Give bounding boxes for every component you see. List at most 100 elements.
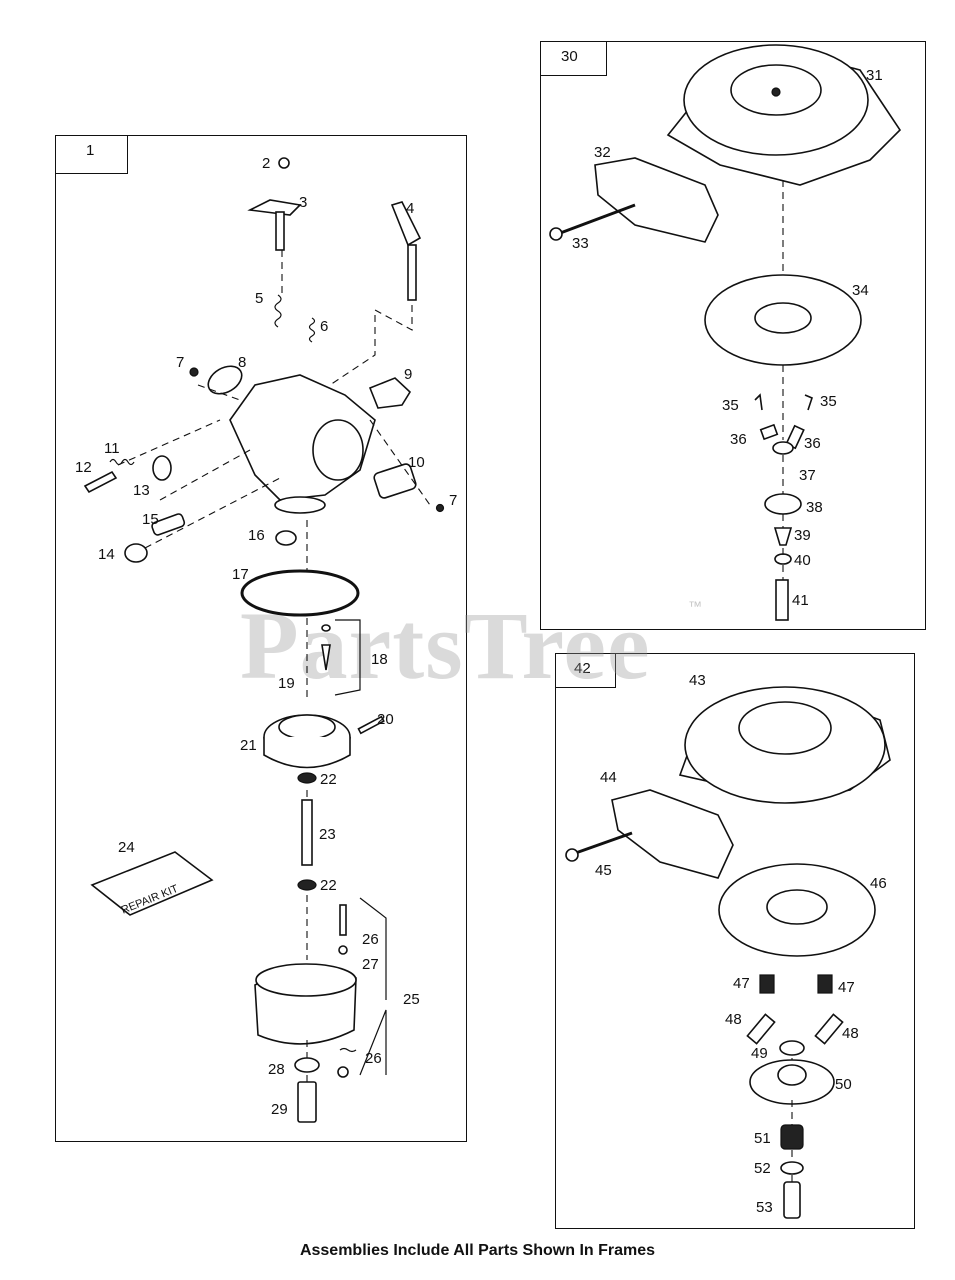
part-23-stem xyxy=(301,799,313,866)
label: 28 xyxy=(268,1061,285,1078)
label: 22 xyxy=(320,771,337,788)
labels-frame-30: 31 32 33 34 35 35 36 36 37 38 39 40 41 xyxy=(572,67,883,609)
label: 52 xyxy=(754,1160,771,1177)
part-33-knot xyxy=(549,227,563,241)
label: 5 xyxy=(255,290,263,307)
part-11-spring xyxy=(109,458,135,466)
part-21-float-side xyxy=(263,737,351,769)
part-45-rope xyxy=(569,831,633,857)
part-33-rope xyxy=(554,203,636,237)
label: 31 xyxy=(866,67,883,84)
label: 32 xyxy=(594,144,611,161)
part-41-pin xyxy=(775,579,789,621)
label: 4 xyxy=(406,200,414,217)
part-9-fitting xyxy=(368,377,412,409)
label: 26 xyxy=(365,1050,382,1067)
label: 18 xyxy=(371,651,388,668)
part-20-pin xyxy=(357,715,385,735)
label: 24 xyxy=(118,839,135,856)
label: 37 xyxy=(799,467,816,484)
label: 7 xyxy=(449,492,457,509)
part-13-ring xyxy=(152,455,172,481)
label: 26 xyxy=(362,931,379,948)
part-26-nut xyxy=(337,1066,349,1078)
label: 11 xyxy=(104,440,120,457)
labels-frame-1: 2 3 4 5 6 7 8 9 10 7 11 12 13 14 15 16 1… xyxy=(75,155,457,1118)
part-7-screw xyxy=(189,367,199,377)
label: 36 xyxy=(804,435,821,452)
label: 7 xyxy=(176,354,184,371)
label: 53 xyxy=(756,1199,773,1216)
part-47-spring xyxy=(759,974,775,994)
part-29-bolt xyxy=(297,1081,317,1123)
part-16-ring xyxy=(275,530,297,546)
part-17-gasket xyxy=(240,569,360,617)
label: 35 xyxy=(820,393,837,410)
part-12-needle xyxy=(83,470,118,494)
part-22-washer xyxy=(297,772,317,784)
part-47-spring-b xyxy=(817,974,833,994)
part-2-screw xyxy=(278,157,290,169)
label: 44 xyxy=(600,769,617,786)
frame-number: 42 xyxy=(556,654,616,688)
part-10-plate xyxy=(373,463,417,499)
carburetor-base xyxy=(274,496,326,514)
label: 23 xyxy=(319,826,336,843)
part-6-spring xyxy=(308,317,316,343)
part-35-spring-b xyxy=(804,394,813,411)
part-50-hub xyxy=(777,1064,807,1086)
part-48-pawl xyxy=(746,1013,776,1045)
frame-number: 1 xyxy=(56,136,128,174)
label: 39 xyxy=(794,527,811,544)
label: 34 xyxy=(852,282,869,299)
label: 27 xyxy=(362,956,379,973)
label: 22 xyxy=(320,877,337,894)
label: 15 xyxy=(142,511,159,528)
label: 48 xyxy=(725,1011,742,1028)
part-3-throttle-lever xyxy=(247,199,302,216)
label: 47 xyxy=(838,979,855,996)
label: 20 xyxy=(377,711,394,728)
label: 49 xyxy=(751,1045,768,1062)
label: 38 xyxy=(806,499,823,516)
label: 21 xyxy=(240,737,257,754)
part-25-bowl-rim xyxy=(255,963,357,997)
part-52-washer xyxy=(780,1161,804,1175)
label: 35 xyxy=(722,397,739,414)
label: 29 xyxy=(271,1101,288,1118)
part-51-spring xyxy=(780,1124,804,1150)
label: 3 xyxy=(299,194,307,211)
part-53-pin xyxy=(783,1181,801,1219)
part-46-hub xyxy=(766,889,828,925)
part-43-hub xyxy=(738,701,832,755)
part-26-spring xyxy=(339,1047,357,1053)
label: 16 xyxy=(248,527,265,544)
label: 6 xyxy=(320,318,328,335)
part-32-handle xyxy=(594,157,719,243)
recoil-starter-b-parts xyxy=(565,686,891,1219)
label: 46 xyxy=(870,875,887,892)
label: 10 xyxy=(408,454,425,471)
part-4-choke-lever xyxy=(390,201,422,247)
part-48-pawl-b xyxy=(814,1013,844,1045)
part-38-retainer xyxy=(764,493,802,515)
part-18-seat xyxy=(321,624,331,632)
label: 48 xyxy=(842,1025,859,1042)
label: 13 xyxy=(133,482,150,499)
diagram-caption: Assemblies Include All Parts Shown In Fr… xyxy=(299,1242,656,1259)
part-35-spring xyxy=(754,393,763,411)
recoil-starter-a-parts xyxy=(549,44,902,621)
carburetor-parts xyxy=(83,157,445,1123)
part-5-spring xyxy=(274,294,282,328)
label: 40 xyxy=(794,552,811,569)
part-18-needle xyxy=(321,644,331,671)
label: 17 xyxy=(232,566,249,583)
part-14-cap xyxy=(124,543,148,563)
label: 47 xyxy=(733,975,750,992)
label: 25 xyxy=(403,991,420,1008)
frame-number: 30 xyxy=(541,42,607,76)
part-34-hub xyxy=(754,302,812,334)
part-39-spring xyxy=(773,527,793,546)
part-15-pin xyxy=(151,513,186,536)
